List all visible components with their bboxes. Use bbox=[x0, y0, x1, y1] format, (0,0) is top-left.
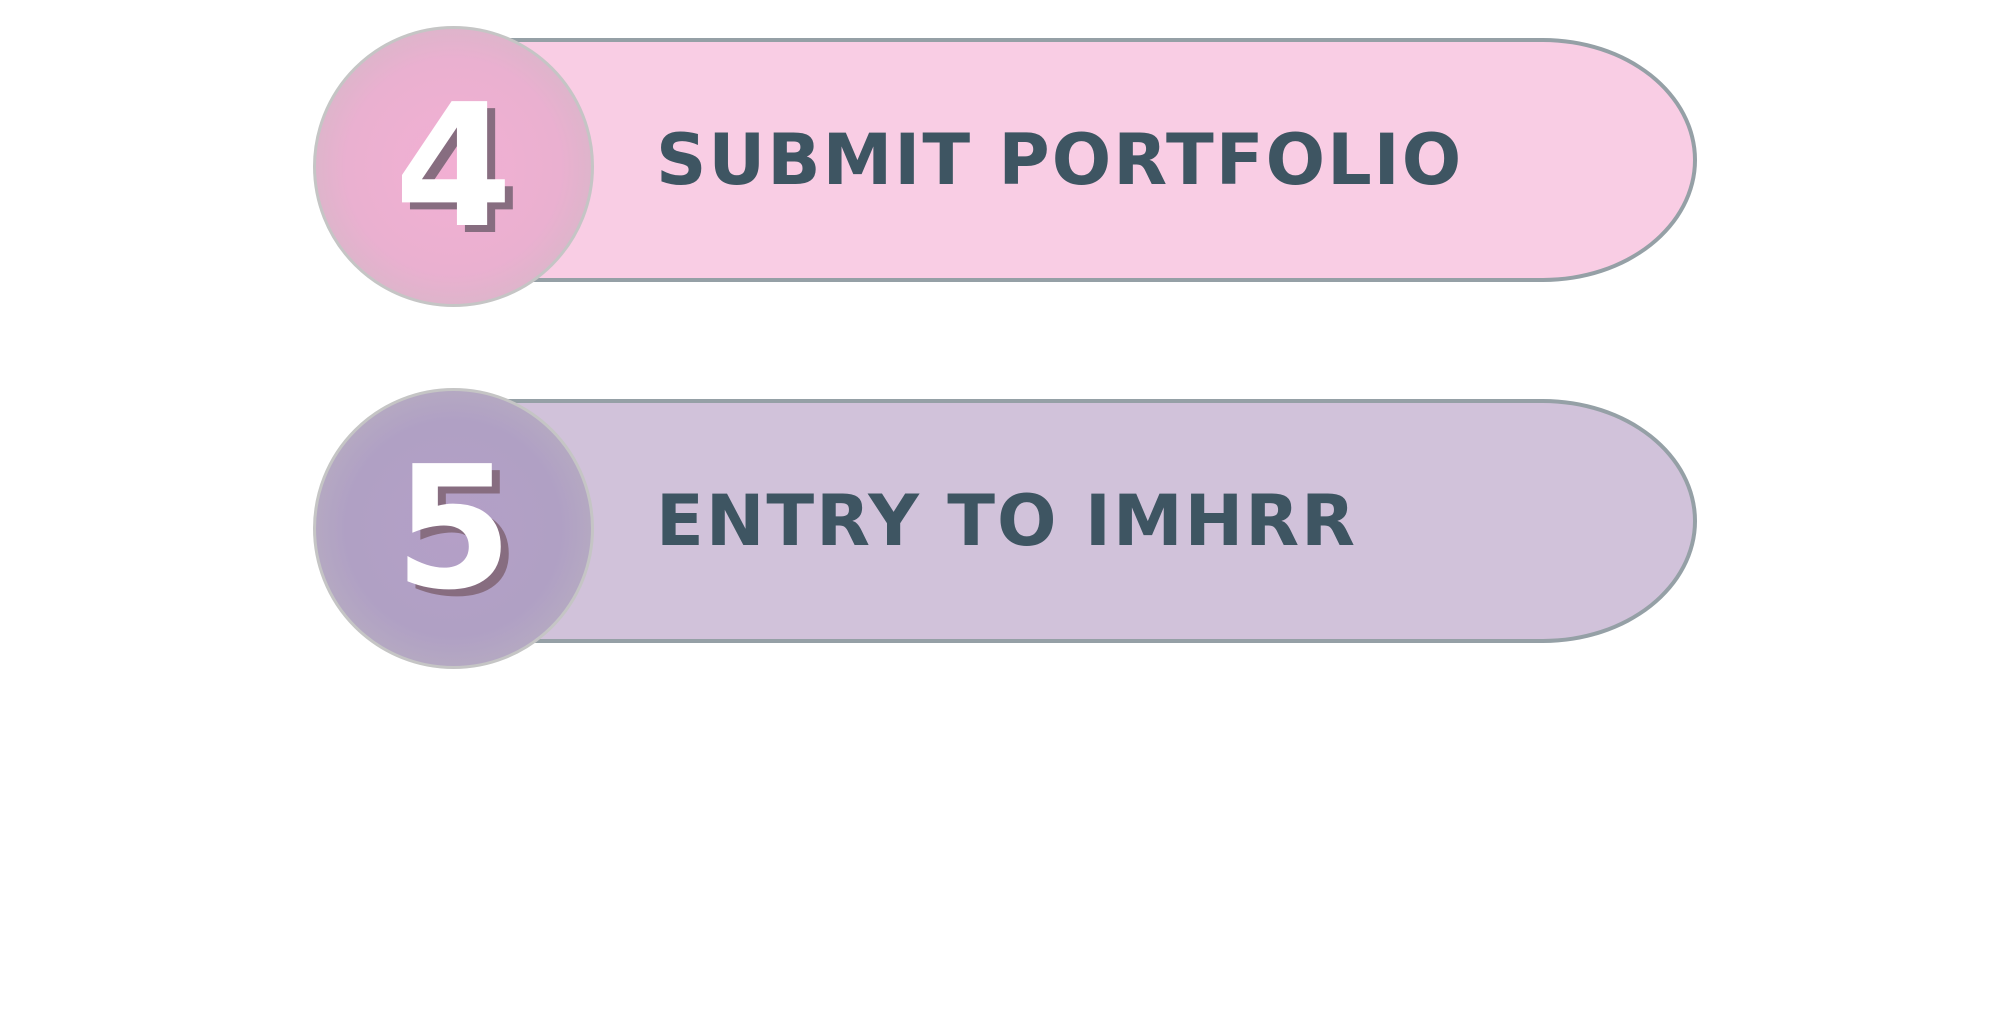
step-5-banner bbox=[460, 399, 1697, 643]
step-4-banner bbox=[460, 38, 1697, 282]
step-5-number-badge bbox=[313, 388, 594, 669]
step-4-label: SUBMIT PORTFOLIO bbox=[656, 119, 1464, 201]
step-5-number: 5 bbox=[394, 429, 513, 628]
step-4-number-badge bbox=[313, 26, 594, 307]
step-5-label: ENTRY TO IMHRR bbox=[656, 480, 1357, 562]
step-4-number: 4 bbox=[394, 67, 513, 266]
step-4: 4 SUBMIT PORTFOLIO bbox=[0, 0, 2000, 307]
step-5: 5 ENTRY TO IMHRR bbox=[0, 0, 2000, 669]
